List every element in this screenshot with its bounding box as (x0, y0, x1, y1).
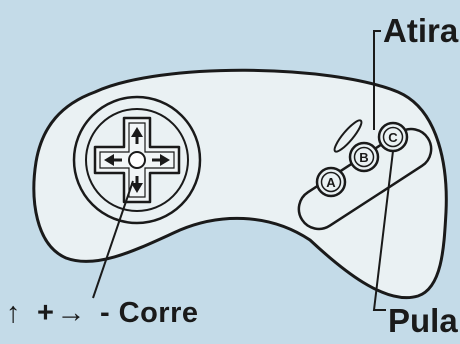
button-b[interactable]: B (350, 143, 378, 171)
button-a[interactable]: A (317, 168, 345, 196)
button-c-label: C (388, 130, 398, 145)
fire-label: Atira (383, 14, 458, 47)
dpad-center (129, 152, 145, 168)
run-text: - Corre (100, 299, 199, 328)
arrow-right-icon: → (56, 299, 86, 328)
run-label: ↑ +→ - Corre (6, 299, 199, 328)
button-a-label: A (326, 175, 336, 190)
button-b-label: B (359, 150, 368, 165)
button-c[interactable]: C (379, 123, 407, 151)
arrow-up-icon: ↑ (6, 299, 21, 328)
plus-sign: + (37, 299, 54, 328)
jump-label: Pula (388, 304, 458, 337)
